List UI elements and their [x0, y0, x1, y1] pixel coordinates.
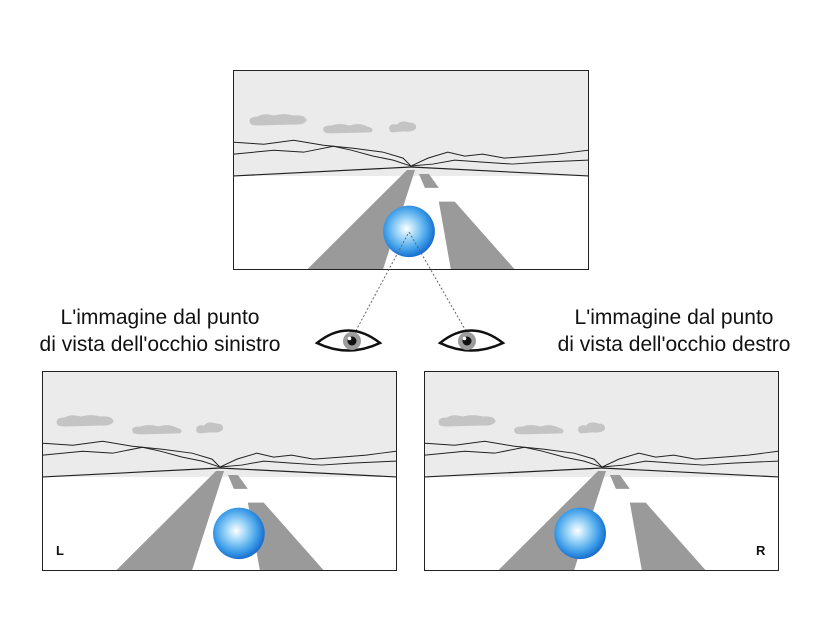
right-eye-caption: L'immagine dal punto di vista dell'occhi… [532, 304, 816, 358]
clouds [56, 415, 224, 435]
left-eye-caption: L'immagine dal punto di vista dell'occhi… [18, 304, 302, 358]
horizon-lines [425, 467, 778, 478]
road-stripes [116, 471, 324, 570]
right-caption-line-1: L'immagine dal punto [574, 306, 774, 329]
ball [383, 205, 435, 258]
horizon-lines [43, 467, 396, 478]
road-scene-combined [234, 71, 588, 269]
left-caption-line-1: L'immagine dal punto [60, 306, 260, 329]
combined-view-panel [233, 70, 589, 270]
right-view-label: R [756, 543, 766, 558]
eye-icon [437, 329, 506, 352]
clouds [249, 114, 417, 134]
left-eye-view-panel [42, 371, 397, 571]
road-scene-left [43, 372, 396, 570]
ball [554, 507, 606, 560]
left-view-label: L [56, 543, 64, 558]
left-caption-line-2: di vista dell'occhio sinistro [39, 333, 281, 356]
road-scene-right [425, 372, 778, 570]
clouds [438, 415, 606, 435]
mountains [234, 139, 588, 167]
right-eye-view-panel [424, 371, 779, 571]
mountains [425, 440, 778, 468]
horizon-lines [234, 166, 588, 177]
mountains [43, 440, 396, 468]
eye-icon [314, 329, 383, 352]
right-caption-line-2: di vista dell'occhio destro [557, 333, 791, 356]
ball [213, 507, 265, 560]
